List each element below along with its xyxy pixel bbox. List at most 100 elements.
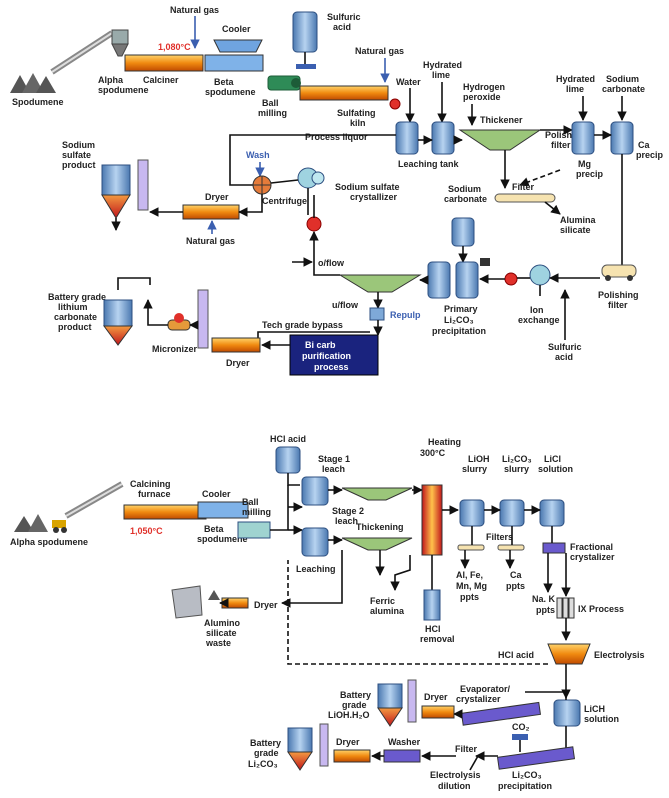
evaporator-label-2: crystalizer [456,694,501,704]
dryer-2 [211,337,261,353]
ix-process: IX Process [556,597,624,619]
li2co3-slurry-tank [499,499,525,527]
dryer-label-2: Dryer [424,692,448,702]
process-liquor-label: Process liquor [305,132,368,142]
ball-mill-b [237,521,271,539]
sodium-carbonate-label-2: carbonate [602,84,645,94]
product-thickener [338,274,429,293]
thickening-label: Thickening [356,522,404,532]
repulp-tank [369,307,385,321]
lioh-slurry-label-2: slurry [462,464,487,474]
bicarb-label-2: purification [302,351,351,361]
cooler-label: Cooler [222,24,251,34]
ball-milling-label-1: Ball [262,98,279,108]
conveyor-1 [50,30,114,75]
cooler-label-b: Cooler [202,489,231,499]
sodium-carbonate-label-4: carbonate [444,194,487,204]
co2-label: CO₂ [512,722,530,732]
dryer-label-b1: Dryer [254,600,278,610]
calciner-label: Calciner [143,75,179,85]
thickener-1 [341,487,413,501]
washer [383,749,421,763]
sodium-carbonate-label-3: Sodium [448,184,481,194]
primary-precip-label-3: precipitation [432,326,486,336]
li2co3-slurry-label-2: slurry [504,464,529,474]
sodium-sulfate-crystallizer: Sodium sulfate crystallizer [297,167,400,202]
mg-precip-label-2: precip [576,169,604,179]
ball-milling-label-b1: Ball [242,497,259,507]
electrolysis: Electrolysis [547,643,645,665]
hcl-removal-label-1: HCl [425,624,441,634]
polishing-filter-label-4: filter [608,300,628,310]
sulfating-kiln: Sulfating kiln [299,85,389,128]
ca-ppts-label-1: Ca [510,570,522,580]
sodium-carbonate-tank [451,217,475,247]
electrolysis-dilution-label-2: dilution [438,781,471,791]
al-ppts-label-3: ppts [460,592,479,602]
battery-grade-label-4: product [58,322,92,332]
alpha-spodumene-pile: Alpha spodumene [10,514,88,547]
lioh-slurry-tank [459,499,485,527]
alpha-spodumene-hopper: Alpha spodumene [98,29,149,95]
natural-gas-label-3: Natural gas [186,236,235,246]
calciner: Calciner [124,54,204,85]
ca-precip-label-1: Ca [638,140,650,150]
thickener-label: Thickener [480,115,523,125]
alpha-spodumene-label-b: Alpha spodumene [10,537,88,547]
fractional-label-2: crystalizer [570,552,615,562]
spodumene-pile: Spodumene [10,73,64,107]
electrolysis-label: Electrolysis [594,650,645,660]
licl-solution-label-2: solution [538,464,573,474]
alumina-silicate-label-1: Alumina [560,215,596,225]
sulfating-kiln-label-2: kiln [350,118,366,128]
stage2-leach-label-2: leach [335,516,358,526]
beta-spodumene-label-b2: spodumene [197,534,248,544]
leaching-tanks: Leaching tank [395,121,460,169]
bicarb-label-1: Bi carb [305,340,336,350]
fractional-label-1: Fractional [570,542,613,552]
sodium-sulfate-label-3: product [62,160,96,170]
thickener-2 [341,537,413,551]
beta-spodumene-label-b1: Beta [204,524,225,534]
heating-label-2: 300°C [420,448,446,458]
hcl-acid-label-1: HCl acid [270,434,306,444]
calcining-furnace [123,504,207,520]
alpha-spodumene-label-1: Alpha [98,75,124,85]
tech-grade-bypass-label: Tech grade bypass [262,320,343,330]
repulp-label: Repulp [390,310,421,320]
dryer-label-3: Dryer [336,737,360,747]
ion-exchange-label-2: exchange [518,315,560,325]
battery-grade-lioh: Battery grade LiOH.H₂O [328,683,403,727]
waste-label-3: waste [205,638,231,648]
heating-column [421,484,443,556]
waste-label-2: silicate [206,628,237,638]
sulfuric-acid-label-3: Sulfuric [548,342,582,352]
leaching-label: Leaching [296,564,336,574]
lioh-label-1: Battery [340,690,371,700]
sodium-carbonate-label-1: Sodium [606,74,639,84]
hydrated-lime-label-4: lime [566,84,584,94]
top-process: Spodumene Alpha spodumene Natural gas 1,… [10,5,664,376]
ca-precip-label-2: precip [636,150,664,160]
stage1-leach-label-2: leach [322,464,345,474]
electrolysis-dilution-label-1: Electrolysis [430,770,481,780]
bicarb-label-3: process [314,362,349,372]
sulfuric-acid-label-2: acid [333,22,351,32]
ferric-alumina-label-1: Ferric [370,596,395,606]
sulfating-kiln-label-1: Sulfating [337,108,376,118]
leaching-tank-label: Leaching tank [398,159,460,169]
micronizer: Micronizer [152,313,198,354]
spodumene-label: Spodumene [12,97,64,107]
lich-solution-tank [553,699,581,727]
alumino-silicate-waste: Alumino silicate waste [171,585,240,648]
hydrated-lime-label-1: Hydrated [423,60,462,70]
conveyor-3 [407,679,417,723]
filter-label-2: Filter [455,744,478,754]
bottom-process: HCl acid Stage 1 leach Stage 2 leach Lea… [10,434,645,791]
ion-exchange-label-1: Ion [530,305,544,315]
hcl-removal-label-2: removal [420,634,455,644]
cooler: Cooler Beta spodumene [204,24,264,97]
hydrogen-peroxide-label-2: peroxide [463,92,501,102]
licl-solution-label-1: LiCl [544,454,561,464]
calcining-furnace-label-2: furnace [138,489,171,499]
